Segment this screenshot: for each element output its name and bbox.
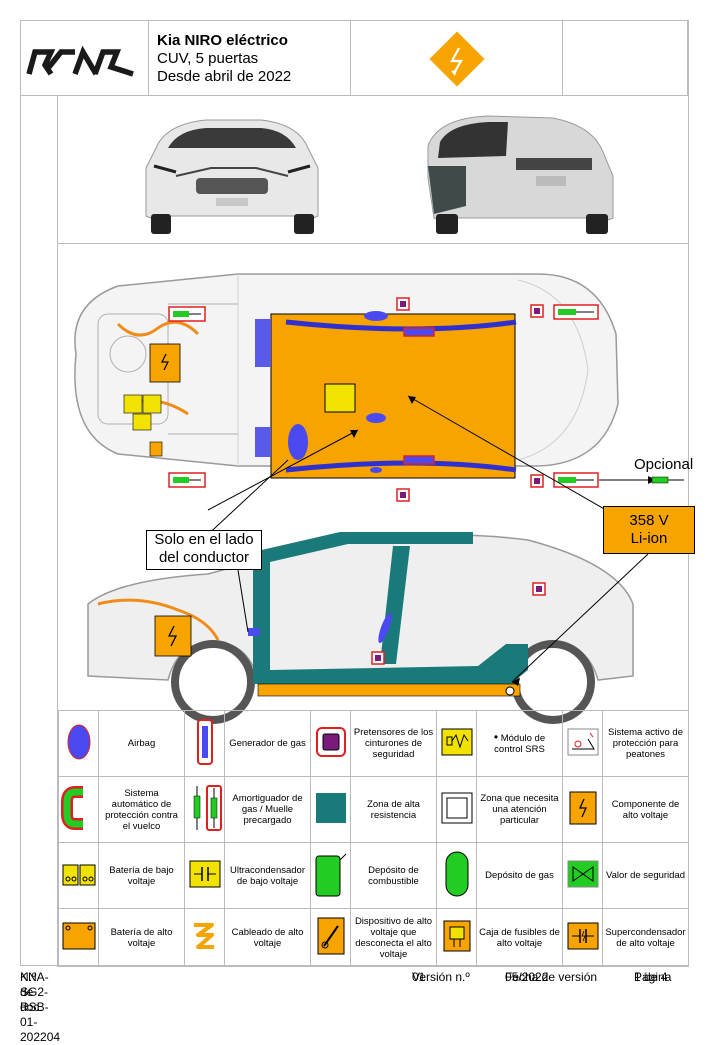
high-voltage-supercapacitor-icon [567, 922, 598, 950]
legend-row: Sistema automático de protección contra … [58, 776, 689, 844]
legend-label: Depósito de combustible [350, 842, 437, 910]
fuel-tank-icon [315, 853, 346, 897]
vehicle-photos [58, 96, 688, 244]
legend-label: Amortiguador de gas / Muelle precargado [224, 776, 311, 844]
legend-label: Ultracondensador de bajo voltaje [224, 842, 311, 910]
empty-header-cell [563, 21, 688, 96]
warning-cell [351, 21, 563, 96]
pedestrian-protection-icon [567, 728, 598, 756]
optional-label: Opcional [634, 456, 694, 473]
legend-table: Airbag Generador de gas Pretensores de l… [58, 709, 689, 967]
version-value: 01 [412, 970, 426, 984]
rollover-protection-icon [60, 786, 83, 831]
legend-row: Batería de alto voltaje Cableado de alto… [58, 908, 689, 967]
driver-side-callout: Solo en el lado del conductor [146, 530, 262, 570]
left-margin-strip [21, 96, 58, 967]
legend-icon-cell [58, 776, 99, 844]
high-voltage-component-icon [569, 791, 596, 825]
legend-icon-cell [310, 908, 351, 967]
legend-icon-cell [58, 842, 99, 910]
high-voltage-cabling-icon [193, 923, 214, 950]
legend-icon-cell [436, 776, 477, 844]
body-type: CUV, 5 puertas [157, 50, 259, 67]
legend-icon-cell [562, 842, 603, 910]
legend-icon-cell [310, 709, 351, 778]
legend-label: Generador de gas [224, 709, 311, 778]
legend-row: Airbag Generador de gas Pretensores de l… [58, 709, 689, 778]
legend-label: Airbag [98, 709, 185, 778]
kia-logo [26, 45, 134, 77]
legend-icon-cell [562, 709, 603, 778]
document-frame: Kia NIRO eléctrico CUV, 5 puertas Desde … [20, 20, 695, 967]
safety-valve-icon [567, 860, 598, 888]
seatbelt-pretensioner-icon [315, 727, 346, 758]
page-label: Página [634, 970, 672, 984]
high-voltage-warning-icon [426, 28, 488, 90]
low-voltage-battery-icon [62, 864, 96, 886]
legend-label: Componente de alto voltaje [602, 776, 689, 844]
vehicle-title-block: Kia NIRO eléctrico CUV, 5 puertas Desde … [149, 21, 351, 96]
legend-icon-cell [184, 709, 225, 778]
top-view [74, 273, 684, 502]
legend-label: Dispositivo de alto voltaje que desconec… [350, 908, 437, 967]
legend-icon-cell [436, 908, 477, 967]
version-label: Versión n.º [412, 970, 470, 984]
legend-icon-cell [310, 776, 351, 844]
model-name: Kia NIRO eléctrico [157, 32, 288, 49]
legend-icon-cell [184, 842, 225, 910]
high-voltage-battery-icon [62, 922, 96, 950]
version-date-value: 05/2022 [505, 970, 549, 984]
high-voltage-fuse-box-icon [443, 920, 470, 952]
rescue-diagram-drawing [74, 273, 684, 724]
legend-row: Batería de bajo voltaje Ultracondensador… [58, 842, 689, 910]
gas-tank-icon [445, 851, 468, 897]
legend-label: • Módulo de control SRS [476, 709, 563, 778]
legend-label: Zona que necesita una atención particula… [476, 776, 563, 844]
legend-label: Pretensores de los cinturones de segurid… [350, 709, 437, 778]
version-date-label: Fecha de versión [505, 970, 598, 984]
legend-label: Depósito de gas [476, 842, 563, 910]
legend-icon-cell [562, 908, 603, 967]
legend-label: Sistema activo de protección para peaton… [602, 709, 689, 778]
brand-logo-cell [21, 21, 149, 96]
legend-label: Batería de alto voltaje [98, 908, 185, 967]
legend-label: Sistema automático de protección contra … [98, 776, 185, 844]
document-header: Kia NIRO eléctrico CUV, 5 puertas Desde … [21, 21, 688, 96]
legend-icon-cell [310, 842, 351, 910]
legend-icon-cell [58, 709, 99, 778]
legend-icon-cell [436, 709, 477, 778]
legend-label: Zona de alta resistencia [350, 776, 437, 844]
legend-icon-cell [184, 908, 225, 967]
gas-strut-icon [193, 785, 222, 832]
legend-label: Caja de fusibles de alto voltaje [476, 908, 563, 967]
low-voltage-ultracapacitor-icon [189, 860, 220, 888]
vehicle-front-photo [145, 115, 614, 234]
document-footer: N.º de doc. KNA-SG2-RSB-01-202204 Versió… [20, 970, 689, 1044]
doc-number-label: N.º de doc. [20, 970, 43, 1014]
legend-label: Batería de bajo voltaje [98, 842, 185, 910]
gas-generator-icon [196, 719, 213, 766]
side-view [87, 532, 634, 724]
legend-icon-cell [562, 776, 603, 844]
legend-label: Valor de seguridad [602, 842, 689, 910]
srs-control-module-icon [441, 728, 472, 756]
page-number: 1 de 4 [634, 970, 668, 984]
high-voltage-disconnect-icon [317, 917, 344, 955]
legend-icon-cell [184, 776, 225, 844]
battery-voltage-callout: 358 V Li-ion [603, 506, 695, 554]
legend-icon-cell [436, 842, 477, 910]
high-strength-zone-icon [315, 793, 346, 824]
special-attention-zone-icon [441, 792, 472, 824]
airbag-icon [67, 724, 90, 760]
rescue-diagram: Solo en el lado del conductor 358 V Li-i… [58, 244, 695, 724]
doc-number-value: KNA-SG2-RSB-01-202204 [20, 970, 61, 1044]
legend-label: Cableado de alto voltaje [224, 908, 311, 967]
legend-icon-cell [58, 908, 99, 967]
legend-label: Supercondensador de alto voltaje [602, 908, 689, 967]
production-since: Desde abril de 2022 [157, 68, 292, 85]
